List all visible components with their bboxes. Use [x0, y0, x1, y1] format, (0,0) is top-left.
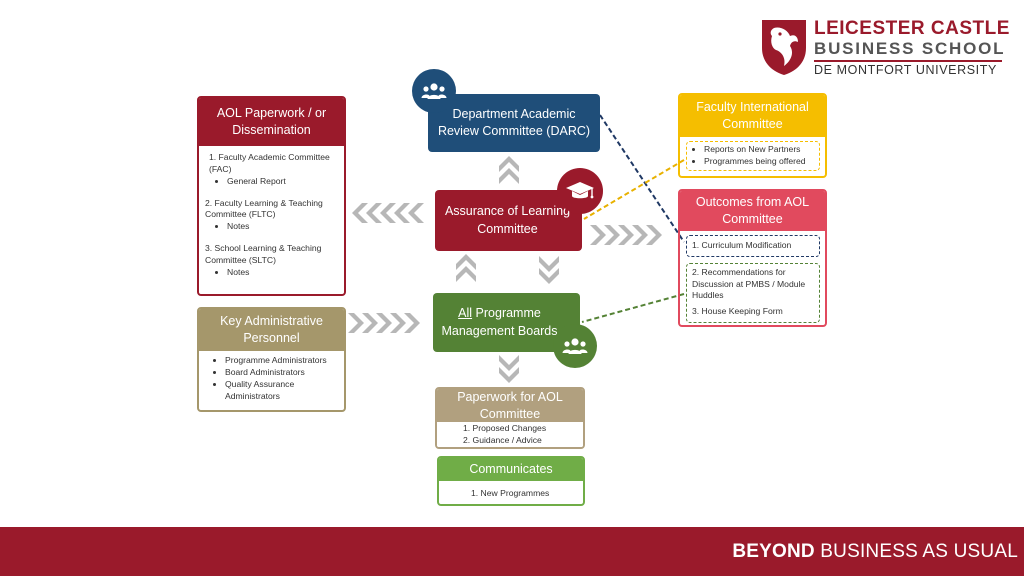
list-item: Quality Assurance Administrators	[225, 379, 338, 403]
logo-line2: BUSINESS SCHOOL	[814, 39, 1006, 58]
aol-paperwork-title: AOL Paperwork / or Dissemination	[199, 98, 344, 146]
list-item: 1. Proposed Changes	[463, 423, 547, 433]
list-item: 3. School Learning & Teaching Committee …	[205, 243, 338, 279]
aol-paperwork-box: AOL Paperwork / or Dissemination 1. Facu…	[197, 96, 346, 296]
pmb-title-underlined: All	[458, 306, 473, 320]
logo-line3: DE MONTFORT UNIVERSITY	[814, 63, 997, 77]
people-group-icon	[412, 69, 456, 113]
dashed-connector	[583, 159, 685, 220]
list-item: 1. Faculty Academic Committee (FAC) Gene…	[205, 152, 338, 188]
fic-list: Reports on New Partners Programmes being…	[686, 141, 820, 171]
chevron-up-arrow-icon	[456, 254, 476, 282]
darc-node: Department Academic Review Committee (DA…	[428, 94, 600, 152]
list-item: Reports on New Partners	[704, 144, 814, 156]
aol-paperwork-list: 1. Faculty Academic Committee (FAC) Gene…	[199, 146, 344, 285]
logo-divider	[814, 60, 1002, 62]
paperwork-aol-title: Paperwork for AOL Committee	[437, 389, 583, 422]
list-item: 2. Guidance / Advice	[463, 434, 542, 445]
communicates-title: Communicates	[439, 458, 583, 481]
chevron-down-arrow-icon	[539, 256, 559, 284]
griffin-logo-icon	[762, 20, 806, 75]
people-group-icon	[553, 324, 597, 368]
outcomes-box: Outcomes from AOL Committee 1. Curriculu…	[678, 189, 827, 327]
footer-banner: BEYOND BUSINESS AS USUAL	[0, 527, 1024, 576]
connector-layer	[348, 114, 685, 383]
pmb-title-rest: Programme Management Boards	[441, 306, 558, 338]
key-admin-title: Key Administrative Personnel	[199, 309, 344, 351]
recommendations-group: 2. Recommendations for Discussion at PMB…	[686, 263, 820, 323]
chevron-up-arrow-icon	[499, 156, 519, 184]
curriculum-modification-item: 1. Curriculum Modification	[686, 235, 820, 257]
chevron-right-arrow-icon	[348, 313, 420, 333]
list-item: 2. Faculty Learning & Teaching Committee…	[205, 198, 338, 234]
chevron-left-arrow-icon	[352, 203, 424, 223]
list-item: Board Administrators	[225, 367, 338, 379]
list-item: 1. New Programmes	[471, 488, 550, 498]
fic-box: Faculty International Committee Reports …	[678, 93, 827, 178]
chevron-down-arrow-icon	[499, 355, 519, 383]
chevron-right-arrow-icon	[590, 225, 662, 245]
aol-committee-node: Assurance of Learning Committee	[435, 190, 582, 251]
outcomes-title: Outcomes from AOL Committee	[680, 191, 825, 231]
list-item: Programme Administrators	[225, 355, 338, 367]
graduation-cap-icon	[557, 168, 603, 214]
fic-title: Faculty International Committee	[680, 95, 825, 137]
dashed-connector	[581, 293, 685, 323]
key-admin-box: Key Administrative Personnel Programme A…	[197, 307, 346, 412]
dashed-connector	[599, 114, 685, 243]
list-item: 2. Recommendations for Discussion at PMB…	[692, 267, 806, 301]
list-item: 3. House Keeping Form	[692, 305, 783, 316]
logo-line1: LEICESTER CASTLE	[814, 18, 1010, 39]
list-item: Programmes being offered	[704, 156, 814, 168]
communicates-box: Communicates 1. New Programmes	[437, 456, 585, 506]
paperwork-aol-box: Paperwork for AOL Committee 1. Proposed …	[435, 387, 585, 449]
key-admin-list: Programme Administrators Board Administr…	[199, 351, 344, 407]
communicates-list: 1. New Programmes	[439, 481, 583, 500]
footer-tagline: BEYOND BUSINESS AS USUAL	[732, 541, 1018, 562]
logo: LEICESTER CASTLE BUSINESS SCHOOL DE MONT…	[760, 18, 1010, 80]
paperwork-aol-list: 1. Proposed Changes 2. Guidance / Advice	[437, 422, 583, 447]
